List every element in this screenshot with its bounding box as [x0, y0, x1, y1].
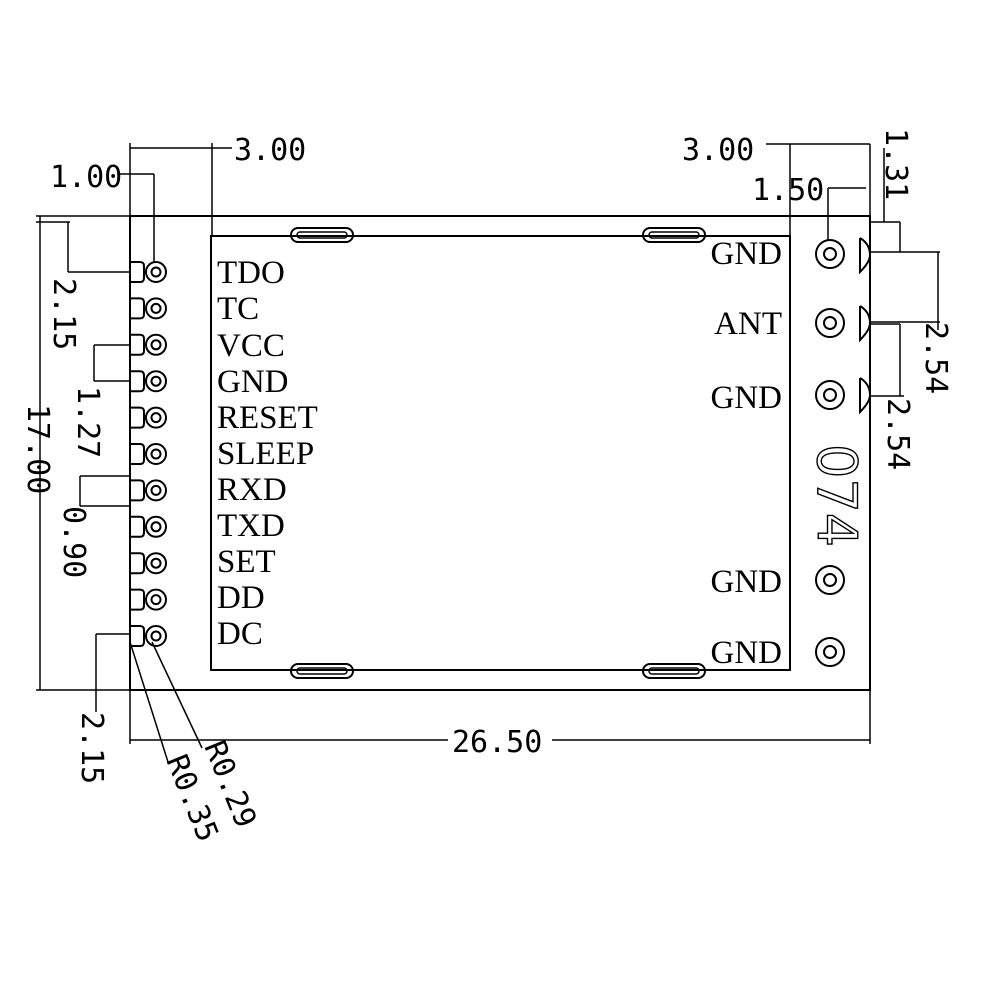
right-pin-hole: [823, 573, 837, 587]
left-pin-castellation: [130, 297, 145, 320]
module-outline: [129, 215, 871, 691]
pin-label-set: SET: [217, 544, 276, 580]
dim-1-50: 1.50: [752, 173, 824, 208]
left-pin-labels: TDO TC VCC GND RESET SLEEP RXD TXD SET D…: [217, 255, 318, 652]
pin-label-txd: TXD: [217, 508, 285, 544]
pin-label-sleep: SLEEP: [217, 436, 314, 472]
right-pin-pad: [815, 637, 845, 667]
left-pin-hole: [150, 339, 162, 351]
dim-1-31: 1.31: [878, 128, 913, 200]
left-castellated-pins: [130, 261, 167, 647]
pin-label-gnd-3: GND: [711, 564, 783, 600]
pin-label-tdo: TDO: [217, 255, 285, 291]
left-pin-hole: [150, 557, 162, 569]
dim-1-00: 1.00: [50, 160, 122, 195]
dim-2-54-a: 2.54: [918, 322, 953, 394]
shield-tab: [648, 667, 700, 675]
shield-tab: [642, 227, 706, 243]
left-pin-pad: [145, 297, 167, 320]
pin-label-gnd: GND: [217, 364, 289, 400]
left-pin-castellation: [130, 406, 145, 429]
right-pin-hole: [823, 247, 837, 261]
shield-outline: [210, 235, 791, 671]
left-pin-hole: [150, 448, 162, 460]
left-pin-castellation: [130, 625, 145, 647]
left-pin-hole: [150, 630, 162, 642]
left-pin-castellation: [130, 552, 145, 575]
left-pin-pad: [145, 443, 167, 465]
right-pin-hole: [823, 316, 837, 330]
pin-label-dd: DD: [217, 580, 265, 616]
pin-label-dc: DC: [217, 616, 263, 652]
pin-label-gnd-1: GND: [711, 236, 783, 272]
right-notch: [859, 237, 872, 275]
shield-tab: [642, 663, 706, 679]
dim-3-00-right: 3.00: [682, 133, 754, 168]
left-pin-pad: [145, 333, 167, 356]
left-pin-pad: [145, 552, 167, 575]
pin-label-gnd-2: GND: [711, 380, 783, 416]
left-pin-hole: [150, 521, 162, 533]
right-pin-hole: [823, 388, 837, 402]
right-pin-pad: [815, 565, 845, 595]
left-pin-hole: [150, 412, 162, 424]
shield-tab: [290, 227, 354, 243]
dim-2-54-b: 2.54: [880, 398, 915, 470]
pin-label-gnd-4: GND: [711, 635, 783, 671]
left-pin-castellation: [130, 515, 145, 538]
left-pin-castellation: [130, 588, 145, 611]
dim-0-90: 0.90: [56, 506, 91, 578]
shield-tab: [290, 663, 354, 679]
shield-tab: [296, 231, 348, 239]
pin-label-tc: TC: [217, 291, 259, 327]
dim-26-50: 26.50: [452, 725, 542, 760]
left-pin-pad: [145, 625, 167, 647]
left-pin-pad: [145, 515, 167, 538]
left-pin-hole: [150, 375, 162, 387]
pin-label-vcc: VCC: [217, 328, 285, 364]
right-pin-pad: [815, 239, 845, 269]
dim-17-00: 17.00: [20, 404, 55, 494]
left-pin-hole: [150, 484, 162, 496]
dimension-lines: [36, 143, 940, 763]
shield-tabs: [290, 227, 706, 679]
dim-1-27: 1.27: [70, 386, 105, 458]
pin-label-ant: ANT: [714, 306, 782, 342]
shield-tab: [648, 231, 700, 239]
pin-label-reset: RESET: [217, 400, 318, 436]
left-pin-castellation: [130, 443, 145, 465]
right-pin-pad: [815, 308, 845, 338]
dimension-labels: 3.00 3.00 1.00 1.50 1.31 2.15 1.27 17.00…: [20, 128, 953, 847]
pin-label-rxd: RXD: [217, 472, 287, 508]
right-pins: [815, 237, 872, 667]
left-pin-pad: [145, 406, 167, 429]
left-pin-pad: [145, 479, 167, 502]
right-pin-labels: GND ANT GND GND GND: [711, 236, 783, 671]
left-pin-pad: [145, 370, 167, 393]
left-pin-pad: [145, 261, 167, 283]
shield-tab: [296, 667, 348, 675]
dim-2-15-bottom: 2.15: [74, 712, 109, 784]
left-pin-castellation: [130, 479, 145, 502]
right-pin-pad: [815, 380, 845, 410]
left-pin-castellation: [130, 261, 145, 283]
dim-2-15-top: 2.15: [46, 278, 81, 350]
right-pin-hole: [823, 645, 837, 659]
left-pin-hole: [150, 594, 162, 606]
right-notch: [859, 377, 872, 415]
module-marking: 074: [805, 444, 868, 547]
left-pin-pad: [145, 588, 167, 611]
dim-3-00-left: 3.00: [234, 133, 306, 168]
left-pin-castellation: [130, 333, 145, 356]
left-pin-hole: [150, 302, 162, 314]
right-notch: [859, 305, 872, 343]
left-pin-castellation: [130, 370, 145, 393]
left-pin-hole: [150, 266, 162, 278]
